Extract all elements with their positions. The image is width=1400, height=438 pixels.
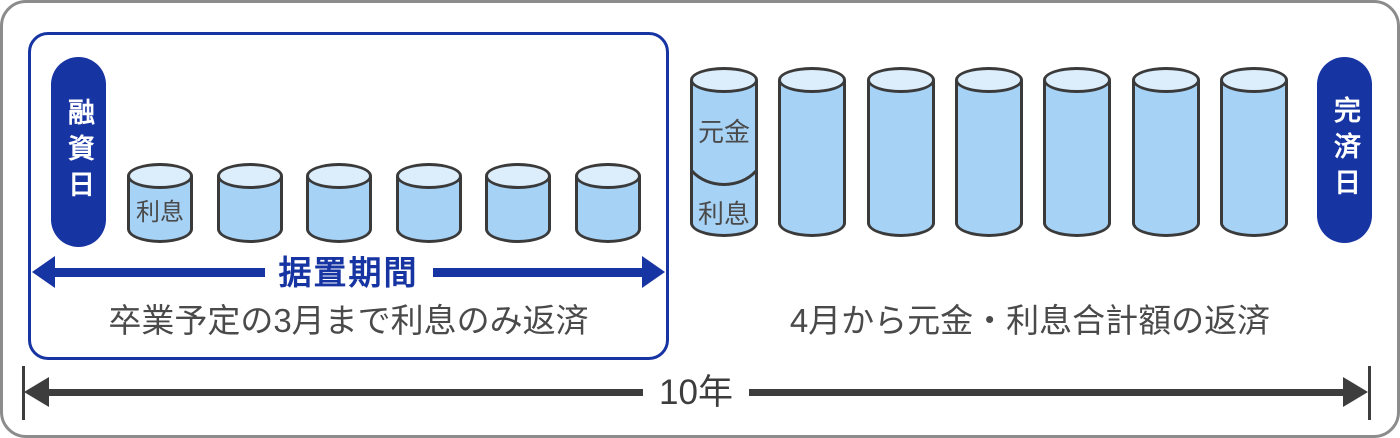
timeline-start-tick bbox=[22, 366, 25, 420]
timeline-line bbox=[748, 388, 1343, 396]
timeline-label: 10年 bbox=[659, 372, 733, 412]
cylinder-top-face bbox=[485, 163, 552, 189]
cylinder-body bbox=[954, 80, 1023, 237]
repayment-cylinders-group: 元金利息 bbox=[690, 67, 1288, 237]
repayment-cylinder bbox=[1043, 67, 1112, 237]
interest-cylinder bbox=[395, 163, 462, 243]
principal-interest-divider bbox=[690, 169, 758, 189]
timeline-right-head-icon bbox=[1343, 377, 1368, 407]
timeline-left-head-icon bbox=[24, 377, 49, 407]
interest-cylinder bbox=[216, 163, 283, 243]
loan-date-pill: 融資日 bbox=[51, 57, 106, 247]
cylinder-top-face bbox=[866, 67, 935, 93]
grace-period-box: 融資日 利息 据置期間 卒業予定の3月まで利息のみ返済 bbox=[28, 32, 669, 360]
cylinder-top-face bbox=[306, 163, 373, 189]
cylinder-top-face bbox=[778, 67, 847, 93]
interest-cylinder bbox=[485, 163, 552, 243]
timeline-line bbox=[49, 388, 644, 396]
repayment-cylinder: 元金利息 bbox=[690, 67, 758, 237]
cylinder-top-face bbox=[1131, 67, 1200, 93]
arrow-line bbox=[55, 267, 265, 277]
interest-cylinder bbox=[574, 163, 641, 243]
cylinder-body bbox=[778, 80, 847, 237]
grace-period-arrow-label: 据置期間 bbox=[278, 253, 419, 291]
interest-label: 利息 bbox=[697, 199, 750, 229]
cylinder-top-face bbox=[1043, 67, 1112, 93]
cylinder-body bbox=[866, 80, 935, 237]
cylinder-top-face bbox=[690, 67, 758, 93]
cylinder-body bbox=[485, 176, 552, 243]
interest-label: 利息 bbox=[136, 199, 184, 226]
repayment-cylinder bbox=[954, 67, 1023, 237]
repayment-cylinder bbox=[778, 67, 847, 237]
repayment-cylinder bbox=[1131, 67, 1200, 237]
loan-date-label: 融資日 bbox=[64, 98, 94, 206]
repayment-cylinder bbox=[866, 67, 935, 237]
cylinder-body bbox=[1219, 80, 1288, 237]
interest-cylinder: 利息 bbox=[127, 163, 193, 243]
cylinder-top-face bbox=[954, 67, 1023, 93]
cylinder-top-face bbox=[216, 163, 283, 189]
repayment-cylinder bbox=[1219, 67, 1288, 237]
interest-cylinder bbox=[306, 163, 373, 243]
cylinder-body bbox=[1043, 80, 1112, 237]
cylinder-body bbox=[690, 80, 758, 237]
repayment-caption: 4月から元金・利息合計額の返済 bbox=[789, 302, 1271, 339]
grace-period-arrow: 据置期間 bbox=[32, 253, 665, 291]
cylinder-body bbox=[1131, 80, 1200, 237]
grace-period-caption: 卒業予定の3月まで利息のみ返済 bbox=[108, 302, 589, 339]
ten-year-timeline-arrow: 10年 bbox=[24, 372, 1368, 412]
principal-label: 元金 bbox=[697, 117, 750, 147]
cylinder-top-face bbox=[1219, 67, 1288, 93]
payoff-date-label: 完済日 bbox=[1330, 96, 1360, 204]
cylinder-top-face bbox=[127, 163, 193, 189]
timeline-end-tick bbox=[1368, 366, 1371, 420]
payoff-date-pill: 完済日 bbox=[1317, 57, 1372, 243]
interest-cylinders-group: 利息 bbox=[127, 163, 641, 243]
cylinder-top-face bbox=[574, 163, 641, 189]
arrow-left-head-icon bbox=[32, 256, 55, 288]
arrow-right-head-icon bbox=[642, 256, 665, 288]
cylinder-top-face bbox=[395, 163, 462, 189]
arrow-line bbox=[432, 267, 642, 277]
